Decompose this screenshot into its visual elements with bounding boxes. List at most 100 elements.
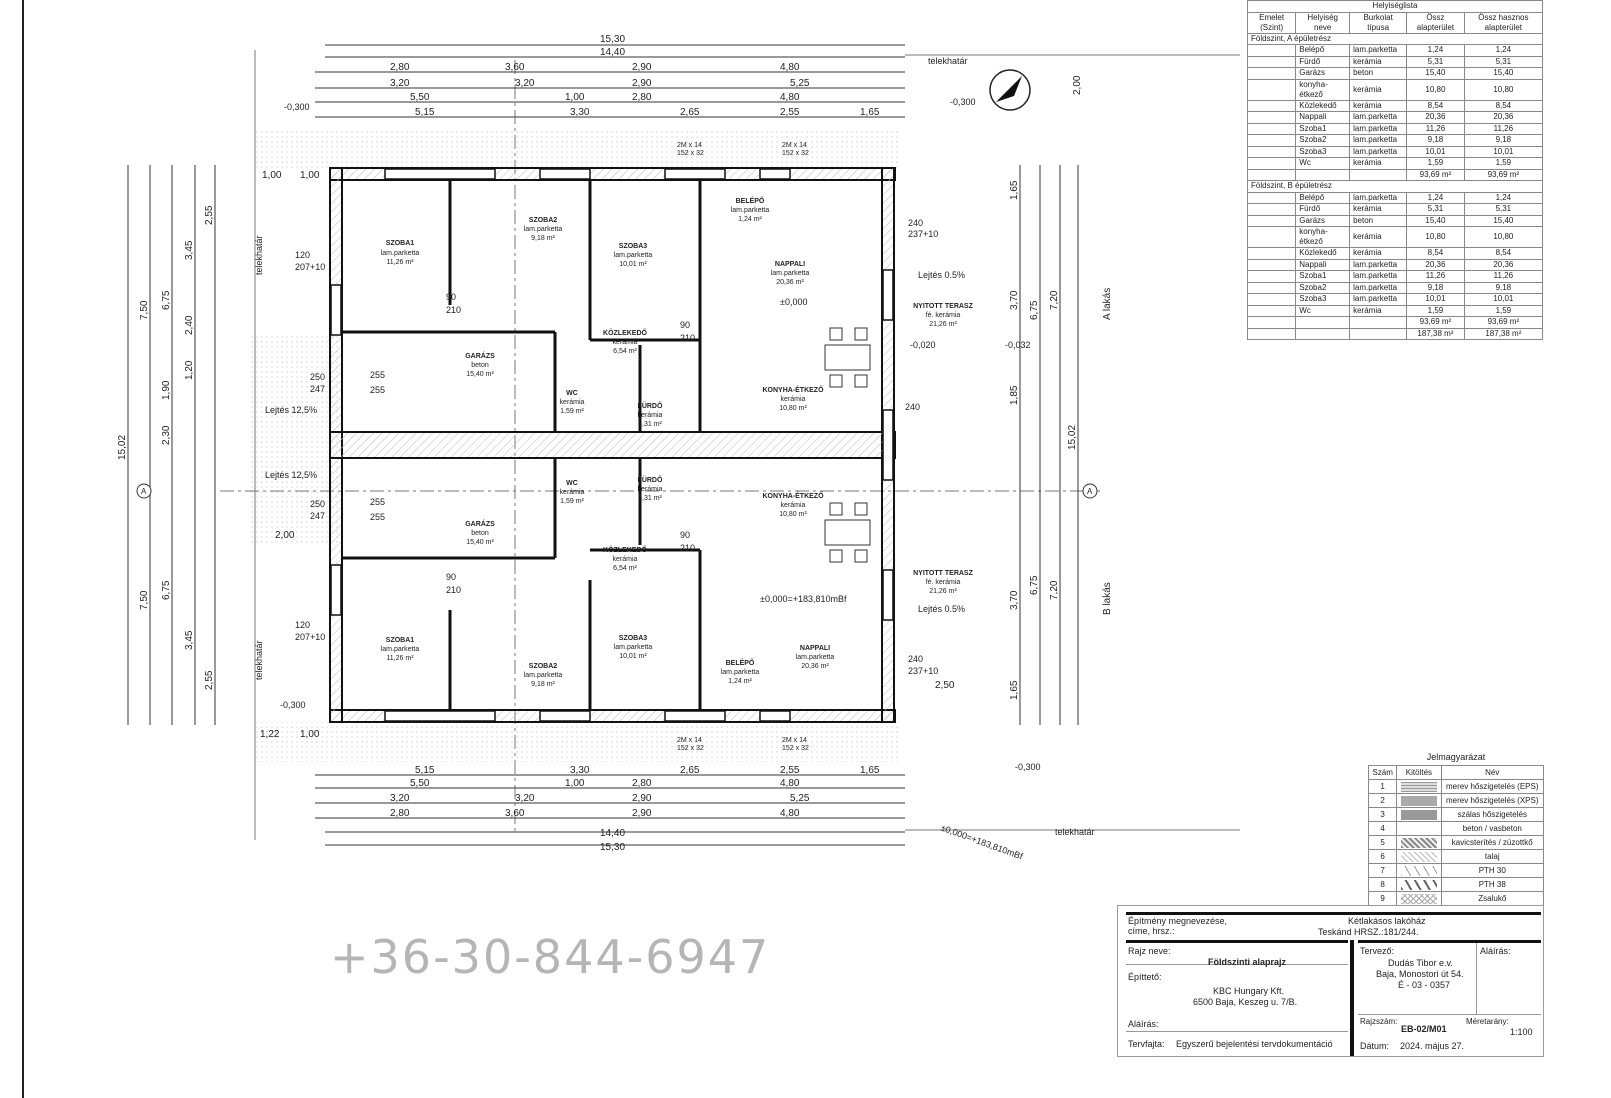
- section-label: A: [1087, 487, 1093, 496]
- dim: 4,80: [780, 778, 800, 789]
- dim: 7,50: [139, 300, 150, 320]
- signature-label: Aláírás:: [1480, 946, 1511, 956]
- designer-label: Tervező:: [1360, 946, 1395, 956]
- paving-top: [255, 130, 900, 168]
- door-dim: 237+10: [908, 229, 938, 239]
- room-name: SZOBA1: [386, 240, 415, 247]
- table-cell: 11,26: [1406, 122, 1465, 135]
- room-name: GARÁZS: [465, 519, 495, 528]
- sheet-label: Rajzszám:: [1360, 1017, 1398, 1026]
- hatch-swatch-icon: [1400, 893, 1437, 904]
- room-area: 9,18 m²: [531, 681, 555, 688]
- dim: 2,80: [390, 808, 410, 819]
- room-area: 20,36 m²: [776, 279, 804, 286]
- legend-fill: [1396, 807, 1442, 822]
- room-floor: fé. kerámia: [926, 579, 961, 586]
- level-cell: [1246, 55, 1297, 68]
- dim: 3,70: [1009, 290, 1020, 310]
- table-cell: lam.parketta: [1349, 258, 1408, 271]
- door-dim: 210: [446, 585, 461, 595]
- table-cell: Wc: [1295, 157, 1351, 170]
- dim: 3,20: [390, 793, 410, 804]
- window-dim: 152 x 32: [782, 745, 809, 752]
- table-cell: kerámia: [1349, 157, 1408, 170]
- hatch-swatch-icon: [1400, 809, 1437, 820]
- door-dim: 240: [905, 402, 920, 412]
- date-value: 2024. május 27.: [1400, 1041, 1465, 1051]
- legend-fill: [1396, 779, 1442, 794]
- legend-title: Jelmagyarázat: [1426, 752, 1486, 762]
- dim: 3,45: [184, 630, 195, 650]
- room-floor: beton: [471, 530, 489, 537]
- table-cell: 15,40: [1406, 67, 1465, 80]
- room-area: 21,26 m²: [929, 321, 957, 328]
- dim: 2,80: [632, 92, 652, 103]
- table-cell: 9,18: [1463, 134, 1544, 147]
- room-name: NAPPALI: [800, 645, 830, 652]
- dim-total-width-bottom: 15,30: [600, 842, 625, 853]
- window-dim: 2M x 14: [782, 737, 807, 744]
- table-cell: Szoba1: [1295, 122, 1351, 135]
- room-name: SZOBA3: [619, 243, 648, 250]
- level-cell: [1246, 214, 1297, 227]
- empty-cell: [1295, 316, 1351, 329]
- room-area: 15,40 m²: [466, 371, 494, 378]
- dim: 2,00: [275, 530, 295, 541]
- dining-table-b: [824, 502, 871, 563]
- table-cell: 11,26: [1463, 270, 1544, 283]
- dim: 2,55: [204, 670, 215, 690]
- empty-cell: [1349, 316, 1408, 329]
- table-cell: 10,80: [1463, 226, 1544, 248]
- legend-name: szálas hőszigetelés: [1440, 807, 1545, 822]
- legend-fill: [1396, 793, 1442, 808]
- dim: 1,00: [300, 170, 320, 181]
- dim: 1,65: [1009, 180, 1020, 200]
- dim: 2,80: [390, 62, 410, 73]
- dim: 15,02: [1067, 425, 1078, 450]
- dim-inner-width-bottom: 14,40: [600, 828, 625, 839]
- room-floor: lam.parketta: [524, 226, 563, 233]
- slope-label: Lejtés 0.5%: [918, 604, 965, 614]
- room-name: BELÉPŐ: [726, 658, 755, 667]
- dim: 5,25: [790, 78, 810, 89]
- door-dim: 255: [370, 370, 385, 380]
- table-cell: 5,31: [1406, 55, 1465, 68]
- table-cell: 10,01: [1406, 293, 1465, 306]
- dim: 1,22: [260, 729, 280, 740]
- room-name: BELÉPŐ: [736, 196, 765, 205]
- grand-total-cell: 187,38 m²: [1463, 327, 1544, 340]
- col-header: Név: [1440, 765, 1545, 780]
- driveway: [248, 335, 338, 545]
- table-cell: 1,59: [1406, 157, 1465, 170]
- table-cell: Szoba1: [1295, 270, 1351, 283]
- level-label: -0,300: [950, 97, 976, 107]
- room-floor: kerámia: [781, 502, 806, 509]
- address-label: címe, hrsz.:: [1128, 926, 1175, 936]
- total-cell: 93,69 m²: [1463, 168, 1544, 181]
- table-cell: Garázs: [1295, 214, 1351, 227]
- dim: 1,20: [184, 360, 195, 380]
- dim-total-width: 15,30: [600, 34, 625, 45]
- legend-fill: [1396, 821, 1442, 836]
- legend-number: 7: [1367, 863, 1398, 878]
- dim: 3,20: [515, 793, 535, 804]
- room-area: 5,31 m²: [638, 421, 662, 428]
- partition-walls: [342, 180, 702, 710]
- legend-name: merev hőszigetelés (EPS): [1440, 779, 1545, 794]
- legend-name: kavicsterítés / zúzottkő: [1440, 835, 1545, 850]
- table-cell: Wc: [1295, 304, 1351, 317]
- dim: 3,30: [570, 107, 590, 118]
- room-floor: lam.parketta: [614, 644, 653, 651]
- dim: 3,60: [505, 808, 525, 819]
- section-markers: A A: [136, 483, 1098, 499]
- client-name: KBC Hungary Kft.: [1213, 986, 1285, 996]
- dim: 7,50: [139, 590, 150, 610]
